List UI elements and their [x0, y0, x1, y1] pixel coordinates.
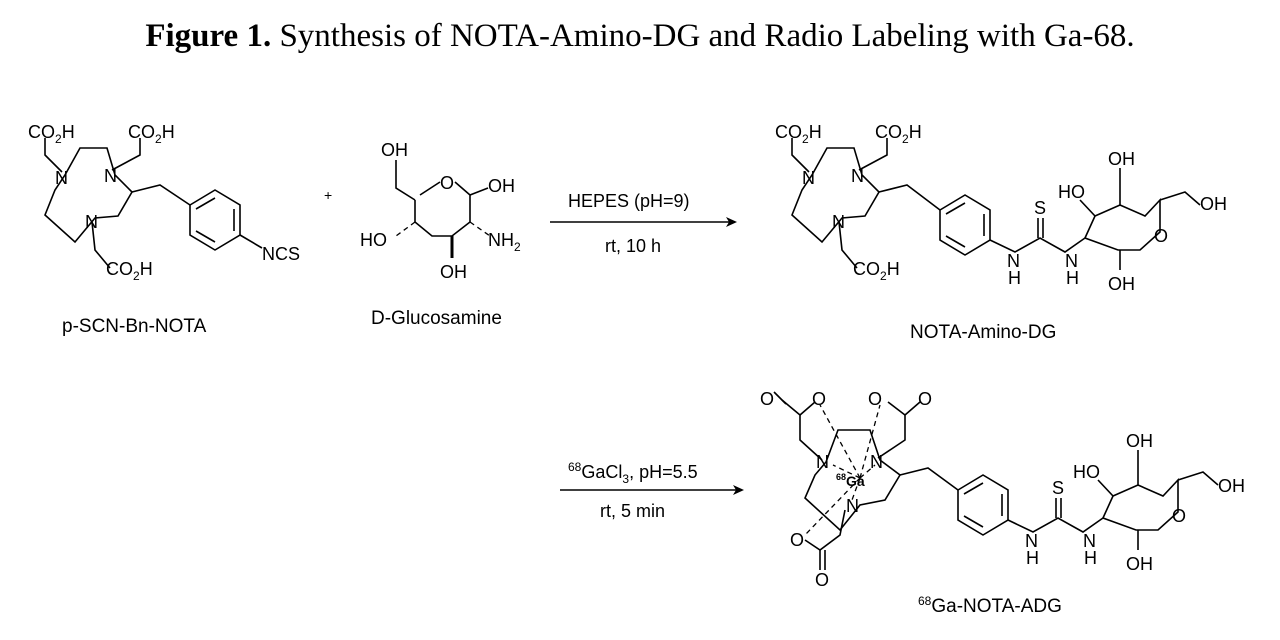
label-compound-1: p-SCN-Bn-NOTA — [62, 316, 207, 337]
ho-group: HO — [1058, 182, 1085, 202]
nh2-group: NH2 — [488, 230, 521, 254]
o-atom: O — [760, 389, 774, 409]
co2h-group: CO2H — [128, 122, 175, 146]
oh-group: OH — [1108, 274, 1135, 294]
o-atom: O — [790, 530, 804, 550]
condition-time: rt, 5 min — [600, 501, 665, 521]
h-atom: H — [1084, 548, 1097, 568]
co2h-group: CO2H — [775, 122, 822, 146]
ring-oxygen: O — [1172, 506, 1186, 526]
oh-group: OH — [440, 262, 467, 282]
reaction-arrow-1: HEPES (pH=9) rt, 10 h — [550, 191, 737, 256]
oh-group: OH — [488, 176, 515, 196]
condition-reagent: 68GaCl3, pH=5.5 — [568, 460, 698, 486]
o-atom: O — [918, 389, 932, 409]
caption-label: Figure 1. — [145, 18, 272, 54]
co2h-group: CO2H — [106, 259, 153, 283]
nh-atom: N — [1007, 251, 1020, 271]
nh-atom: N — [1083, 531, 1096, 551]
ring-oxygen: O — [1154, 226, 1168, 246]
n-atom: N — [816, 452, 829, 472]
ho-group: HO — [360, 230, 387, 250]
o-atom: O — [812, 389, 826, 409]
condition-reagent: HEPES (pH=9) — [568, 191, 690, 211]
label-compound-3: NOTA-Amino-DG — [910, 322, 1056, 343]
label-compound-4: 68Ga-NOTA-ADG — [918, 594, 1062, 617]
n-atom: N — [832, 212, 845, 232]
n-atom: N — [846, 496, 859, 516]
ncs-group: NCS — [262, 244, 300, 264]
co2h-group: CO2H — [853, 259, 900, 283]
n-atom: N — [104, 166, 117, 186]
oh-group: OH — [1126, 431, 1153, 451]
o-atom: O — [815, 570, 829, 590]
oh-group: OH — [1218, 476, 1245, 496]
ring-oxygen: O — [440, 173, 454, 193]
co2h-group: CO2H — [28, 122, 75, 146]
condition-time: rt, 10 h — [605, 236, 661, 256]
compound-p-scn-bn-nota: N N N CO2H CO2H CO2H NCS — [28, 122, 300, 283]
figure-caption: Figure 1. Synthesis of NOTA-Amino-DG and… — [0, 18, 1280, 55]
oh-group: OH — [1108, 149, 1135, 169]
s-atom: S — [1052, 478, 1064, 498]
h-atom: H — [1026, 548, 1039, 568]
compound-ga-nota-adg: O O O O N N N 68Ga O O S N H N H HO OH O… — [760, 389, 1245, 590]
oh-group: OH — [1126, 554, 1153, 574]
co2h-group: CO2H — [875, 122, 922, 146]
n-atom: N — [870, 452, 883, 472]
n-atom: N — [802, 168, 815, 188]
ho-group: HO — [1073, 462, 1100, 482]
oh-group: OH — [1200, 194, 1227, 214]
label-compound-2: D-Glucosamine — [371, 308, 502, 329]
compound-nota-amino-dg: N N N CO2H CO2H CO2H S N H N H HO OH OH … — [775, 122, 1227, 294]
ga-atom: 68Ga — [836, 472, 865, 489]
n-atom: N — [851, 166, 864, 186]
n-atom: N — [85, 212, 98, 232]
nh-atom: N — [1025, 531, 1038, 551]
caption-text: Synthesis of NOTA-Amino-DG and Radio Lab… — [271, 18, 1135, 54]
plus-sign: + — [324, 187, 332, 203]
n-atom: N — [55, 168, 68, 188]
compound-d-glucosamine: O OH OH NH2 OH HO — [360, 140, 521, 282]
nh-atom: N — [1065, 251, 1078, 271]
h-atom: H — [1008, 268, 1021, 288]
o-atom: O — [868, 389, 882, 409]
h-atom: H — [1066, 268, 1079, 288]
reaction-arrow-2: 68GaCl3, pH=5.5 rt, 5 min — [560, 460, 744, 521]
s-atom: S — [1034, 198, 1046, 218]
oh-group: OH — [381, 140, 408, 160]
